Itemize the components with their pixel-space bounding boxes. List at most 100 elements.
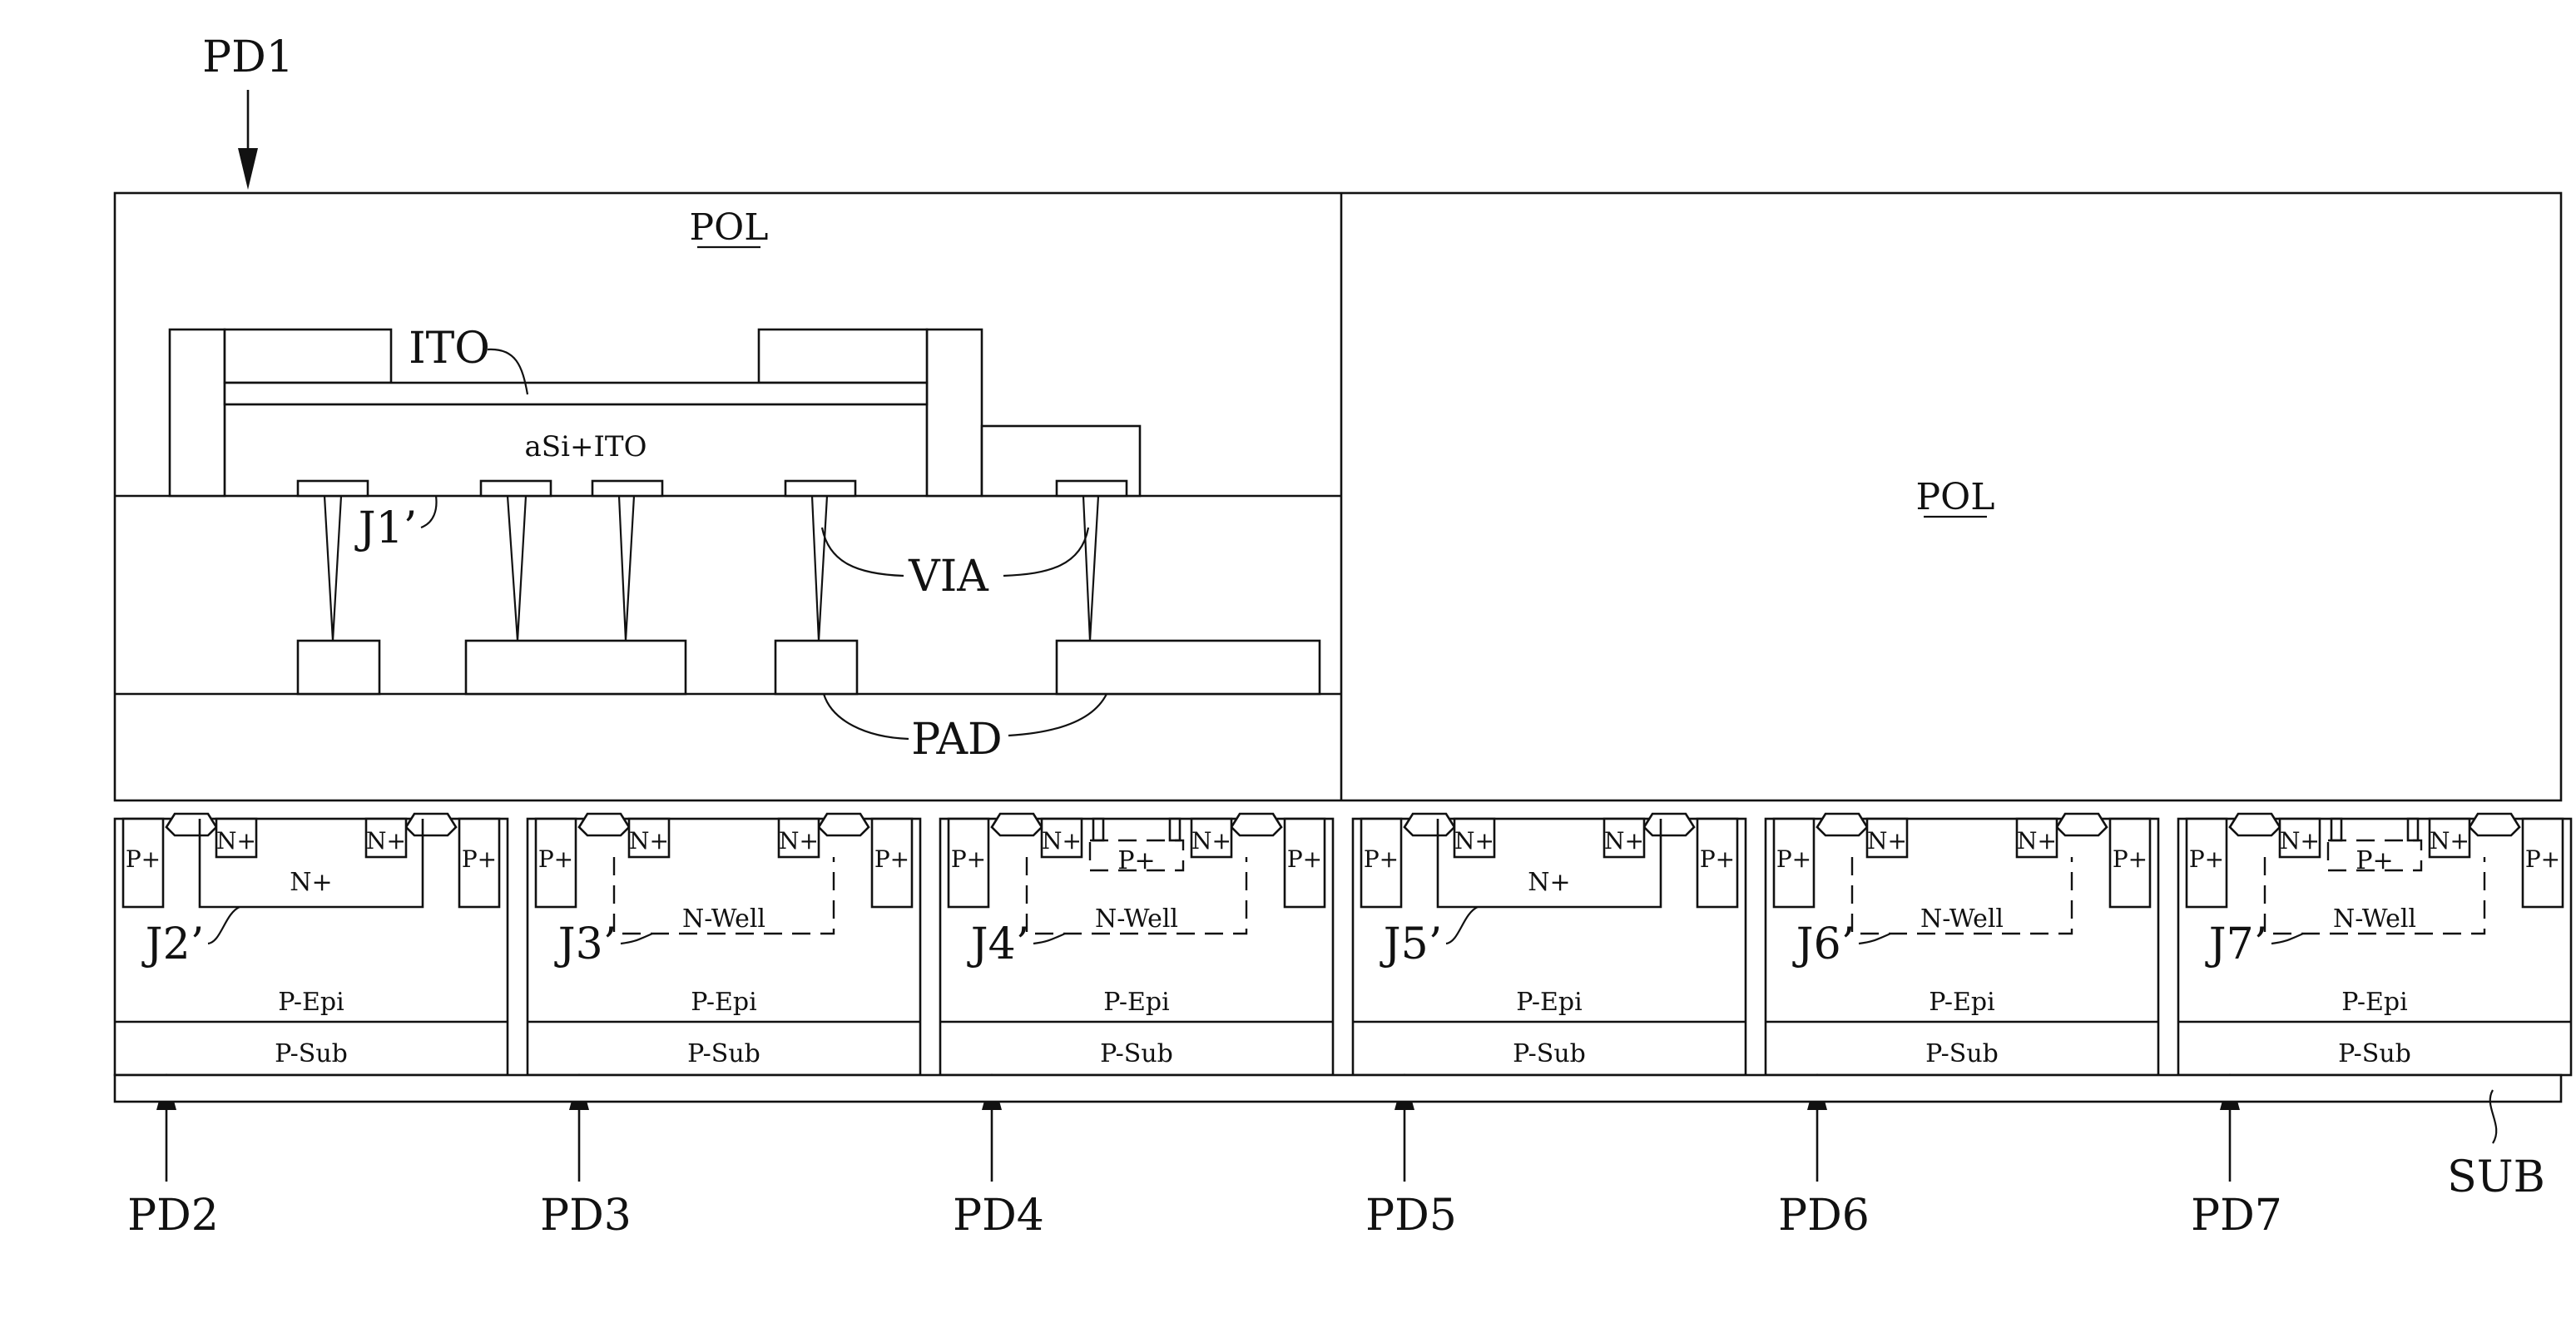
p-plus-inner-label: P+	[1117, 846, 1155, 875]
pad-label: PAD	[911, 715, 1002, 765]
left-pillar	[170, 330, 225, 496]
p-sub-label: P-Sub	[2338, 1039, 2411, 1068]
pad-4	[1057, 641, 1320, 694]
contact-right	[1644, 814, 1694, 835]
pol-right-label: POL	[1916, 476, 1995, 518]
sub-label: SUB	[2447, 1152, 2545, 1202]
p-epi-label: P-Epi	[1516, 988, 1582, 1017]
pad-1	[298, 641, 379, 694]
p-plus-right-label: P+	[1287, 845, 1322, 873]
p-plus-inner-label: P+	[2356, 846, 2393, 875]
pd-label: PD7	[2191, 1191, 2282, 1241]
p-sub-label: P-Sub	[687, 1039, 760, 1068]
contact-right	[406, 814, 456, 835]
contact-right	[2057, 814, 2107, 835]
n-plus-left-label: N+	[1042, 827, 1082, 855]
upper-right-block	[759, 330, 927, 383]
contact-right	[1231, 814, 1281, 835]
top-panel: PD1 POL POL ITO aSi+ITO	[115, 32, 2561, 800]
j1-label: J1’	[354, 503, 417, 553]
cell-2: P+P+N+N+N+P-EpiP-SubJ2’PD2	[115, 814, 508, 1241]
junction-label: J3’	[554, 919, 617, 969]
n-well-label: N-Well	[2333, 904, 2416, 934]
top-contact-5	[1057, 481, 1127, 496]
n-plus-right-label: N+	[1604, 827, 1644, 855]
p-plus-left-label: P+	[126, 845, 161, 873]
p-sub-label: P-Sub	[275, 1039, 348, 1068]
n-plus-right-label: N+	[366, 827, 406, 855]
inner-post-left	[1093, 819, 1103, 840]
inner-post-right	[1170, 819, 1180, 840]
inner-post-left	[2331, 819, 2341, 840]
n-well-label: N-Well	[1095, 904, 1178, 934]
pd-label: PD5	[1365, 1191, 1457, 1241]
top-contact-3	[592, 481, 662, 496]
junction-label: J6’	[1792, 919, 1855, 969]
pd-label: PD4	[953, 1191, 1044, 1241]
p-epi-label: P-Epi	[1103, 988, 1169, 1017]
cell-4: P+ P+ N+ N+ N-Well P+ P-EpiP-Sub J4’ PD4	[940, 814, 1333, 1241]
contact-left	[1404, 814, 1454, 835]
p-plus-left-label: P+	[2189, 845, 2224, 873]
contact-left	[166, 814, 216, 835]
contact-left	[579, 814, 629, 835]
pd-label: PD2	[127, 1191, 219, 1241]
sub-strip	[115, 1075, 2561, 1102]
ito-label: ITO	[409, 324, 490, 374]
pad-2	[466, 641, 686, 694]
n-plus-right-label: N+	[2017, 827, 2057, 855]
cell-6: P+P+N+N+N-WellP-EpiP-SubJ6’PD6	[1766, 814, 2158, 1241]
junction-label: J4’	[967, 919, 1029, 969]
top-contact-4	[785, 481, 855, 496]
contact-right	[2469, 814, 2519, 835]
n-plus-right-label: N+	[1191, 827, 1231, 855]
contact-left	[992, 814, 1042, 835]
p-plus-left-label: P+	[538, 845, 573, 873]
junction-label: J7’	[2205, 919, 2267, 969]
p-plus-right-label: P+	[2525, 845, 2560, 873]
n-plus-right-label: N+	[2430, 827, 2469, 855]
ito-strip	[225, 383, 927, 404]
p-epi-label: P-Epi	[2341, 988, 2407, 1017]
junction-label: J2’	[141, 919, 204, 969]
n-plus-core-label: N+	[1528, 868, 1570, 897]
p-plus-right-label: P+	[2113, 845, 2147, 873]
junction-label: J5’	[1380, 919, 1442, 969]
n-plus-left-label: N+	[1867, 827, 1907, 855]
p-epi-label: P-Epi	[278, 988, 344, 1017]
right-pillar	[927, 330, 982, 496]
p-sub-label: P-Sub	[1925, 1039, 1999, 1068]
contact-left	[1817, 814, 1867, 835]
via-label: VIA	[908, 552, 989, 602]
photodiode-cells: P+ P+ N+ N+ N+ P-EpiP-Sub J2’ PD2 P+ P+ N+ N+ N-Well…	[115, 814, 2571, 1241]
pd-label: PD3	[540, 1191, 632, 1241]
pad-3	[775, 641, 857, 694]
n-plus-right-label: N+	[779, 827, 819, 855]
pd1-label: PD1	[202, 32, 294, 82]
p-epi-label: P-Epi	[691, 988, 756, 1017]
top-contact-2	[481, 481, 551, 496]
n-plus-left-label: N+	[216, 827, 256, 855]
upper-left-block	[225, 330, 391, 383]
pol-left-label: POL	[690, 206, 769, 249]
p-epi-label: P-Epi	[1929, 988, 1994, 1017]
p-plus-left-label: P+	[1364, 845, 1399, 873]
n-plus-left-label: N+	[2280, 827, 2320, 855]
p-plus-right-label: P+	[874, 845, 909, 873]
p-sub-label: P-Sub	[1100, 1039, 1173, 1068]
asi-ito-label: aSi+ITO	[525, 430, 647, 463]
cell-5: P+ P+ N+ N+ N+ P-EpiP-Sub J5’ PD5	[1353, 814, 1746, 1241]
n-well-label: N-Well	[682, 904, 765, 934]
p-sub-label: P-Sub	[1513, 1039, 1586, 1068]
p-plus-right-label: P+	[1700, 845, 1735, 873]
n-plus-left-label: N+	[1454, 827, 1494, 855]
contact-right	[819, 814, 869, 835]
n-plus-core-label: N+	[290, 868, 332, 897]
pd1-arrow-head	[238, 148, 258, 190]
p-plus-left-label: P+	[951, 845, 986, 873]
n-plus-left-label: N+	[629, 827, 669, 855]
inner-post-right	[2408, 819, 2418, 840]
cell-3: P+ P+ N+ N+ N-WellP-EpiP-Sub J3’ PD3	[528, 814, 920, 1241]
n-well-label: N-Well	[1920, 904, 2004, 934]
